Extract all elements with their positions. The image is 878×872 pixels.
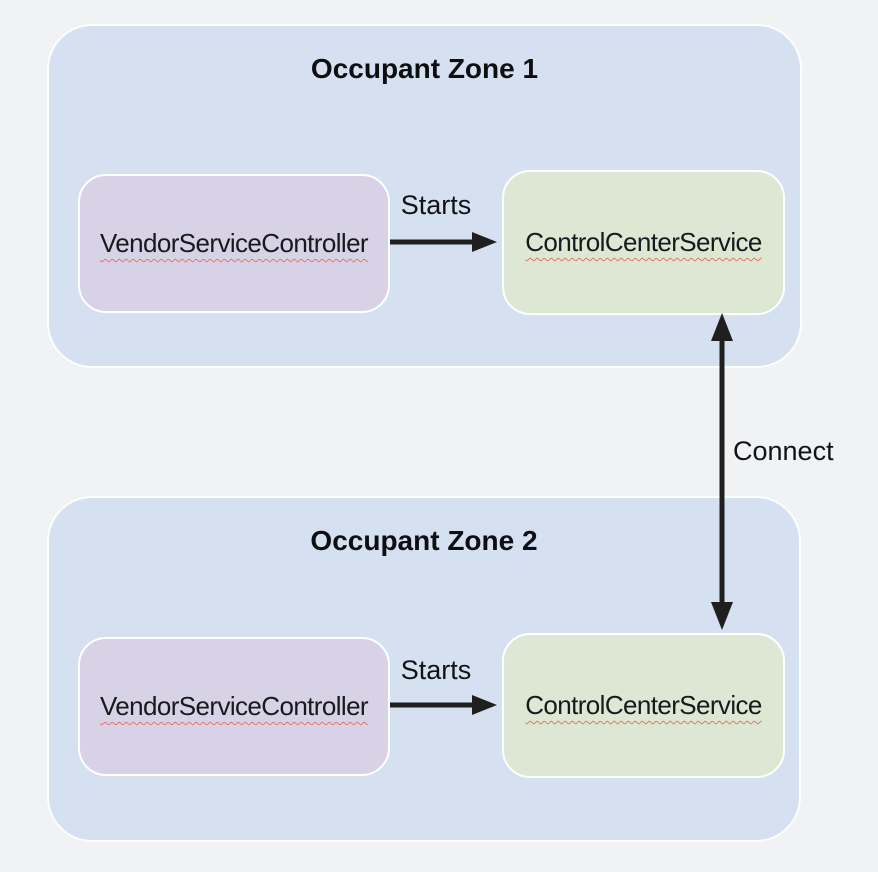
zone-2-control-center-service-node: ControlCenterService xyxy=(502,633,785,778)
zone-2-vendor-service-controller-label: VendorServiceController xyxy=(99,691,369,721)
zone-2-control-center-service-label: ControlCenterService xyxy=(525,690,762,720)
zone-2-starts-label: Starts xyxy=(400,655,472,685)
zone-1-starts-label: Starts xyxy=(400,190,472,220)
zone-2-vendor-service-controller-node: VendorServiceController xyxy=(78,637,390,776)
zone-1-vendor-service-controller-node: VendorServiceController xyxy=(78,174,390,313)
zone-1-control-center-service-label: ControlCenterService xyxy=(525,227,762,257)
zone-1-control-center-service-node: ControlCenterService xyxy=(502,170,785,315)
connect-label: Connect xyxy=(733,436,834,466)
occupant-zone-2: Occupant Zone 2 VendorServiceController … xyxy=(47,496,801,842)
zone-1-vendor-service-controller-label: VendorServiceController xyxy=(99,228,369,258)
occupant-zone-1: Occupant Zone 1 VendorServiceController … xyxy=(47,24,802,368)
zone-1-title: Occupant Zone 1 xyxy=(310,53,539,84)
zone-2-title: Occupant Zone 2 xyxy=(310,525,538,556)
